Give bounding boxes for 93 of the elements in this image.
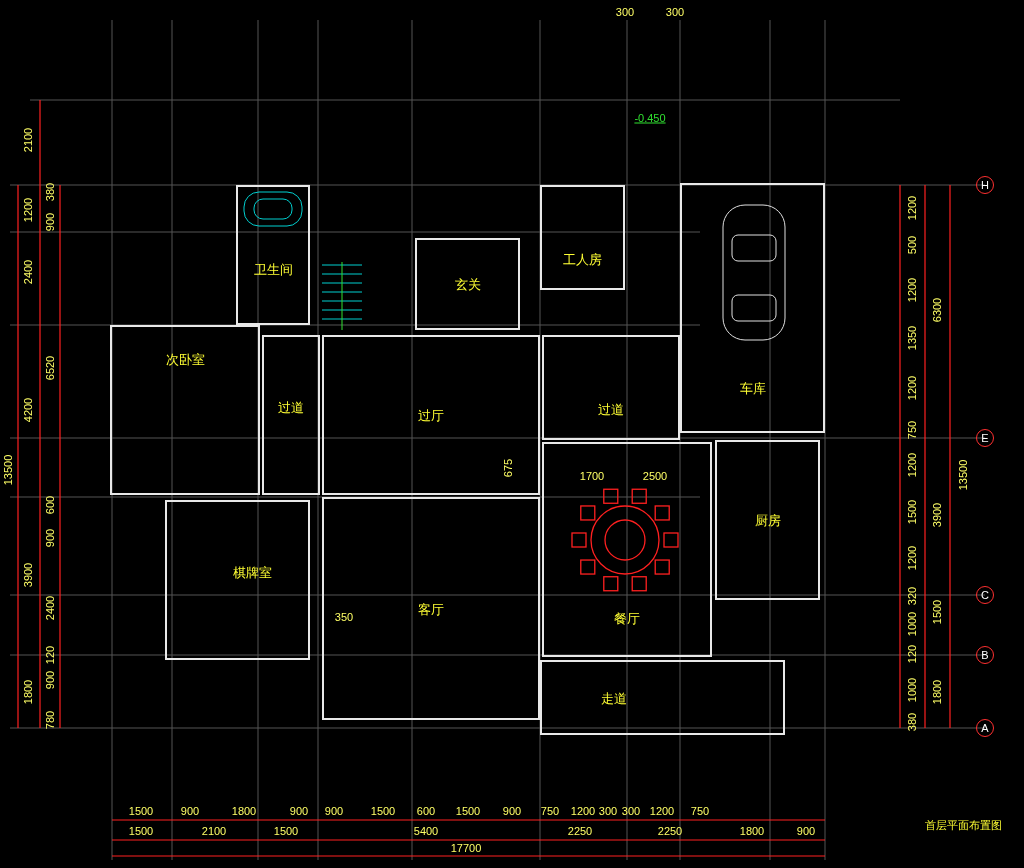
dimension-text: 1800 (739, 825, 765, 837)
dimension-text: 1500 (906, 499, 918, 525)
dimension-text: 1200 (906, 545, 918, 571)
dimension-text: 1500 (128, 805, 154, 817)
room-outline (715, 440, 820, 600)
dimension-text: 675 (502, 458, 514, 478)
room-name: 客厅 (418, 602, 444, 615)
drawing-title: 首层平面布置图 (925, 818, 1002, 833)
dimension-text: 750 (690, 805, 710, 817)
dimension-text: 1800 (231, 805, 257, 817)
dimension-text: 900 (44, 212, 56, 232)
dimension-text: 300 (621, 805, 641, 817)
room-name: 工人房 (563, 252, 602, 265)
dimension-text: 1000 (906, 677, 918, 703)
room-outline (322, 335, 540, 495)
dimension-text: 900 (796, 825, 816, 837)
dimension-text: 5400 (413, 825, 439, 837)
room-outline (262, 335, 320, 495)
dimension-text: 6520 (44, 355, 56, 381)
room-outline (680, 183, 825, 433)
room-name: 次卧室 (165, 352, 205, 366)
dimension-text: 13500 (2, 454, 14, 486)
dimension-text: 2250 (657, 825, 683, 837)
dimension-text: 320 (906, 586, 918, 606)
dimension-text: 13500 (957, 459, 969, 491)
dimension-text: 900 (44, 670, 56, 690)
dimension-text: 1500 (931, 599, 943, 625)
dimension-text: 780 (44, 710, 56, 730)
dimension-text: 1200 (906, 277, 918, 303)
dimension-text: 4200 (22, 397, 34, 423)
dimension-text: 380 (906, 712, 918, 732)
dimension-text: 1800 (931, 679, 943, 705)
dimension-text: 900 (324, 805, 344, 817)
room-name: 走道 (600, 691, 627, 704)
dimension-text: 1000 (906, 611, 918, 637)
room-outline (415, 238, 520, 330)
dimension-text: 2400 (44, 595, 56, 621)
room-name: 过道 (278, 400, 304, 414)
room-name: 卫生间 (253, 262, 293, 276)
dimension-text: 900 (180, 805, 200, 817)
dimension-text: 1200 (570, 805, 596, 817)
dimension-text: 600 (44, 495, 56, 515)
dimension-text: 900 (289, 805, 309, 817)
dimension-text: 300 (615, 6, 635, 18)
dimension-text: 300 (665, 6, 685, 18)
dimension-text: 900 (44, 528, 56, 548)
dimension-text: 1500 (128, 825, 154, 837)
dimension-text: 3900 (22, 562, 34, 588)
dimension-text: 1200 (649, 805, 675, 817)
dimension-text: 1200 (906, 195, 918, 221)
dimension-text: 2100 (201, 825, 227, 837)
dimension-text: 3900 (931, 502, 943, 528)
dimension-text: 2500 (642, 470, 668, 482)
dimension-text: 6300 (931, 297, 943, 323)
dimension-text: 120 (906, 644, 918, 664)
dimension-text: 1200 (906, 452, 918, 478)
room-outline (542, 335, 680, 440)
dimension-text: 900 (502, 805, 522, 817)
dimension-text: 1800 (22, 679, 34, 705)
room-name: 棋牌室 (232, 565, 272, 579)
room-name: 厨房 (754, 513, 781, 527)
room-outline (540, 185, 625, 290)
dimension-text: 300 (598, 805, 618, 817)
dimension-text: 1500 (455, 805, 481, 817)
room-outline (110, 325, 260, 495)
dimension-text: 2100 (22, 127, 34, 153)
dimension-text: 1200 (22, 197, 34, 223)
dimension-text: 2400 (22, 259, 34, 285)
dimension-text: 750 (906, 420, 918, 440)
dimension-text: 120 (44, 645, 56, 665)
dimension-text: 1700 (579, 470, 605, 482)
room-outline (322, 497, 540, 720)
dimension-text: 1500 (273, 825, 299, 837)
room-outline (165, 500, 310, 660)
room-outline (540, 660, 785, 735)
dimension-text: 2250 (567, 825, 593, 837)
dimension-text: 1350 (906, 325, 918, 351)
room-name: 车库 (739, 381, 766, 395)
dimension-text: 380 (44, 182, 56, 202)
room-name: 餐厅 (614, 611, 640, 625)
dimension-text: 500 (906, 235, 918, 255)
dimension-text: 600 (416, 805, 436, 817)
room-name: 玄关 (454, 277, 481, 291)
room-outline (236, 185, 310, 325)
room-name: 过厅 (418, 408, 444, 422)
dimension-text: 1200 (906, 375, 918, 401)
room-name: 过道 (598, 402, 624, 415)
level-mark: -0.450 (634, 112, 666, 124)
dimension-text: 750 (540, 805, 560, 817)
room-outline (542, 442, 712, 657)
dimension-text: 350 (334, 611, 354, 623)
dimension-text: 1500 (370, 805, 396, 817)
dimension-text: 17700 (450, 842, 482, 854)
